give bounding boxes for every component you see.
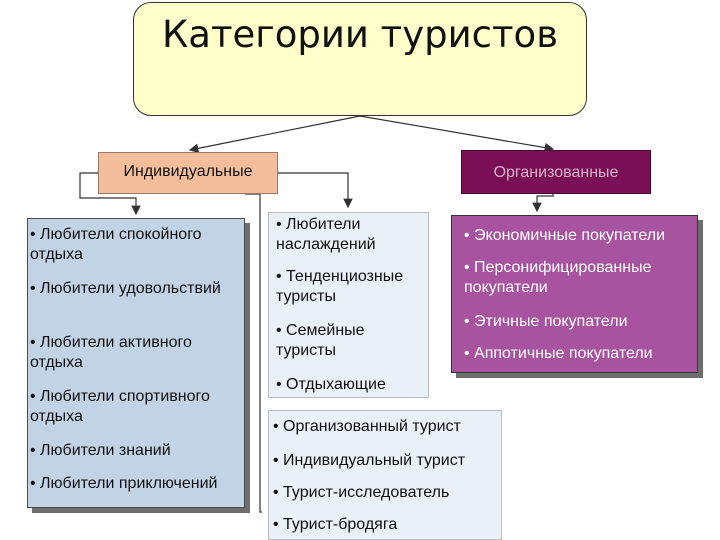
- list-item: • Любители активного отдыха: [30, 334, 192, 371]
- arrow-individual-to-mid-list: [278, 172, 353, 209]
- arrow-title-to-organized: [359, 115, 555, 153]
- list-item: • Этичные покупатели: [464, 313, 628, 330]
- general-types-list: • Организованный турист • Индивидуальный…: [268, 410, 502, 540]
- category-organized-box: Организованные: [461, 150, 651, 194]
- organized-types-list: • Экономичные покупатели • Персонифициро…: [451, 215, 698, 373]
- list-item: • Любители наслаждений: [276, 216, 376, 253]
- category-individual-label: Индивидуальные: [123, 163, 253, 180]
- list-item: • Индивидуальный турист: [273, 452, 466, 469]
- list-item: • Любители удовольствий: [30, 280, 221, 297]
- individual-types-list: • Любители спокойного отдыха • Любители …: [27, 218, 245, 508]
- diagram-title: Категории туристов: [162, 13, 558, 56]
- list-item: • Любители знаний: [30, 442, 171, 459]
- list-item: • Аппотичные покупатели: [464, 345, 653, 362]
- list-item: • Отдыхающие: [276, 376, 386, 393]
- category-organized-label: Организованные: [493, 164, 619, 181]
- list-item: • Любители спортивного отдыха: [30, 388, 210, 425]
- arrow-individual-to-left-list: [79, 172, 141, 216]
- list-item: • Тенденциозные туристы: [276, 268, 404, 305]
- arrow-title-to-individual: [188, 115, 361, 154]
- individual-types-list-2: • Любители наслаждений • Тенденциозные т…: [268, 212, 429, 398]
- list-item: • Персонифицированные покупатели: [464, 259, 652, 296]
- title-box: Категории туристов: [133, 2, 587, 116]
- arrow-individual-to-mid2-list: [245, 193, 262, 513]
- category-individual-box: Индивидуальные: [98, 152, 278, 194]
- list-item: • Любители приключений: [30, 475, 218, 492]
- list-item: • Организованный турист: [273, 418, 461, 435]
- list-item: • Турист-исследователь: [273, 484, 450, 501]
- list-item: • Любители спокойного отдыха: [30, 226, 202, 263]
- list-item: • Экономичные покупатели: [464, 227, 666, 244]
- list-item: • Семейные туристы: [276, 322, 365, 359]
- list-item: • Турист-бродяга: [273, 516, 398, 533]
- arrow-organized-to-right-list: [532, 194, 554, 213]
